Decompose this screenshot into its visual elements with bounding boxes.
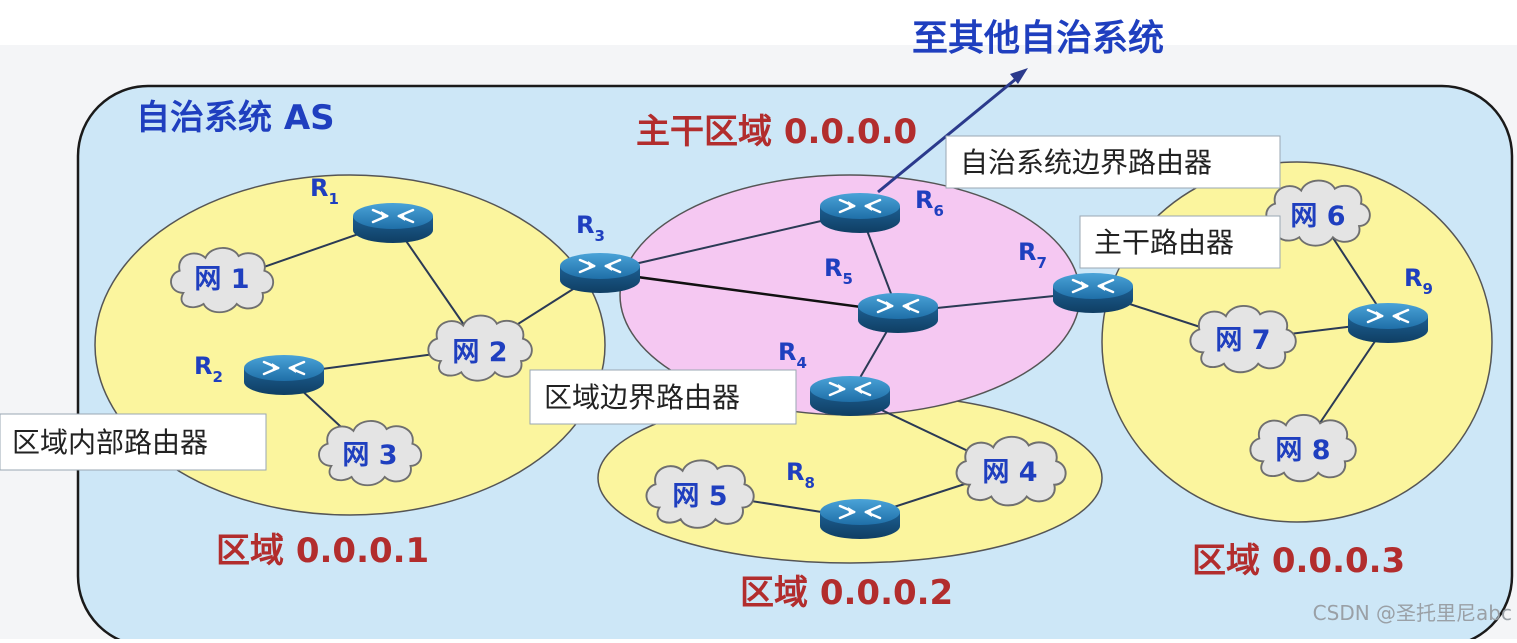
router-label-r7-sub: 7 [1036, 254, 1046, 272]
router-label-r6-sub: 6 [933, 202, 943, 220]
network-label-2: 网 2 [452, 337, 507, 368]
router-label-r2-base: R [194, 352, 212, 380]
router-r6-icon [818, 191, 902, 235]
callout-area-border: 区域边界路由器 [544, 381, 740, 414]
watermark: CSDN @圣托里尼abc [1313, 601, 1512, 625]
router-r5-icon [856, 291, 940, 335]
area-0002-label: 区域 0.0.0.2 [740, 573, 953, 613]
router-label-r9-base: R [1404, 264, 1422, 292]
router-label-r6: R6 [915, 186, 944, 220]
link-r3-r5 [599, 270, 899, 314]
router-label-r8-base: R [786, 458, 804, 486]
router-label-r4: R4 [778, 338, 807, 372]
router-label-r6-base: R [915, 186, 933, 214]
area-0001-label: 区域 0.0.0.1 [216, 531, 429, 571]
network-label-1: 网 1 [194, 264, 249, 295]
router-label-r9: R9 [1404, 264, 1433, 298]
network-label-3: 网 3 [342, 440, 397, 471]
callout-area-border-box [529, 369, 797, 425]
router-r8-icon [818, 497, 902, 541]
router-r4-icon [808, 374, 892, 418]
network-label-5: 网 5 [672, 481, 727, 512]
router-label-r5: R5 [824, 254, 853, 288]
network-label-4: 网 4 [982, 457, 1037, 488]
network-label-8: 网 8 [1275, 435, 1330, 466]
link-r3-r6 [599, 211, 861, 273]
router-label-r4-sub: 4 [796, 354, 806, 372]
router-r1-icon [351, 201, 435, 245]
router-r9-icon [1346, 301, 1430, 345]
router-label-r3-sub: 3 [594, 227, 604, 245]
callout-backbone-router-box [1079, 215, 1281, 269]
external-arrowhead [1010, 68, 1028, 84]
network-label-7: 网 7 [1215, 325, 1270, 356]
router-label-r3: R3 [576, 211, 605, 245]
router-label-r2-sub: 2 [212, 368, 222, 386]
router-label-r3-base: R [576, 211, 594, 239]
router-label-r4-base: R [778, 338, 796, 366]
other-as-label: 至其他自治系统 [912, 18, 1164, 59]
router-label-r1-base: R [310, 174, 328, 202]
router-label-r1-sub: 1 [328, 190, 338, 208]
backbone-area-label: 主干区域 0.0.0.0 [636, 112, 917, 152]
callout-internal: 区域内部路由器 [12, 426, 208, 459]
router-label-r8: R8 [786, 458, 815, 492]
router-r2-icon [242, 353, 326, 397]
router-label-r2: R2 [194, 352, 223, 386]
area-0003-label: 区域 0.0.0.3 [1192, 541, 1405, 581]
router-label-r1: R1 [310, 174, 339, 208]
callout-as-boundary: 自治系统边界路由器 [960, 146, 1212, 179]
router-r3-icon [558, 251, 642, 295]
router-label-r8-sub: 8 [804, 474, 814, 492]
router-label-r7: R7 [1018, 238, 1047, 272]
callout-backbone-router: 主干路由器 [1094, 226, 1234, 259]
router-label-r5-base: R [824, 254, 842, 282]
as-label: 自治系统 AS [136, 98, 335, 138]
router-label-r9-sub: 9 [1422, 280, 1432, 298]
callout-internal-box [0, 413, 267, 471]
external-link-arrow [877, 72, 1023, 194]
network-label-6: 网 6 [1290, 201, 1345, 232]
router-r7-icon [1051, 271, 1135, 315]
router-label-r5-sub: 5 [842, 270, 852, 288]
router-label-r7-base: R [1018, 238, 1036, 266]
callout-as-boundary-box [945, 135, 1281, 189]
